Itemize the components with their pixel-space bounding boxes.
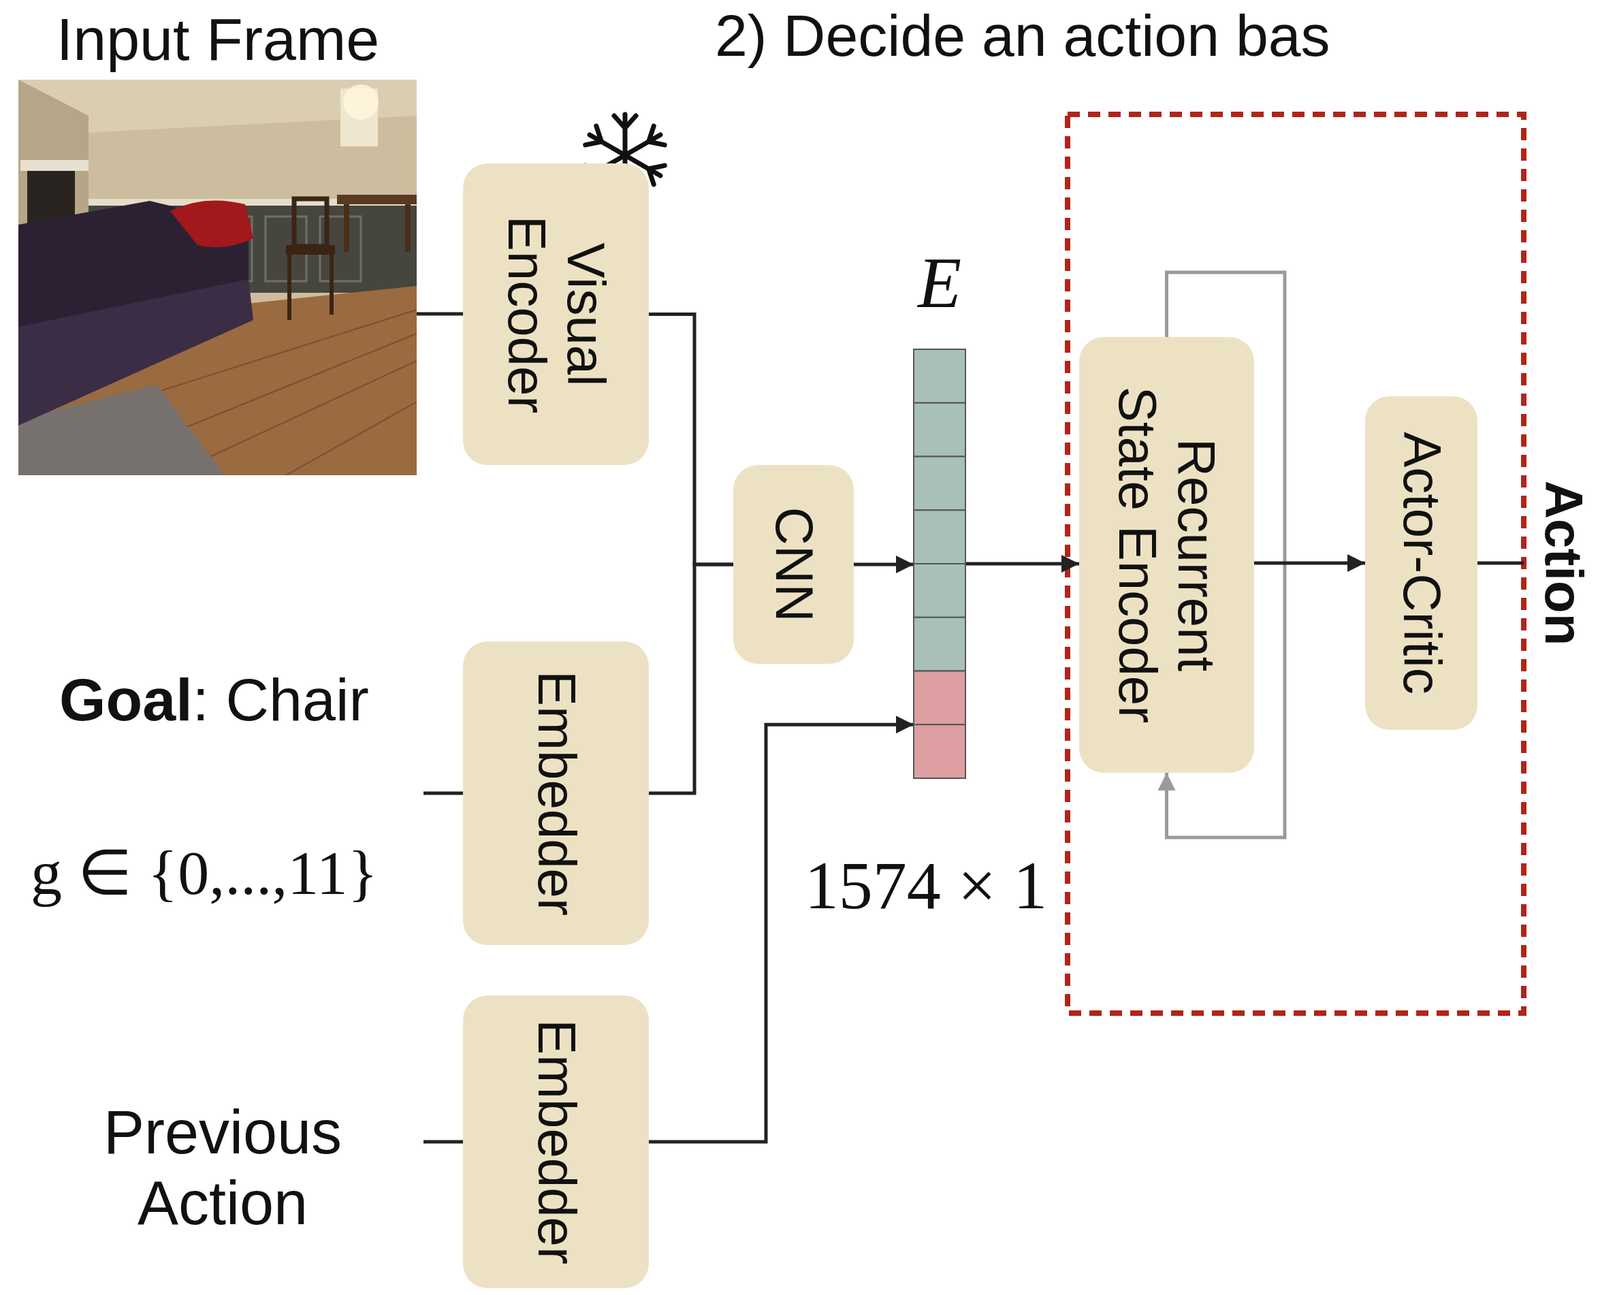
input-name: Previous Action xyxy=(66,1097,380,1239)
feature-vector: E xyxy=(913,349,966,779)
photo-mantel xyxy=(20,160,89,171)
photo-chair-seat xyxy=(285,245,335,255)
cnn-box: CNN xyxy=(733,465,854,664)
vector-cell xyxy=(913,671,966,726)
box-label: Actor-Critic xyxy=(1391,431,1451,695)
input-wire xyxy=(423,791,463,796)
goal-value: : Chair xyxy=(192,665,370,734)
goal-range: g ∈ {0,...,11} xyxy=(30,837,378,910)
photo-chair-leg xyxy=(329,254,334,315)
vector-cell xyxy=(913,563,966,618)
connector xyxy=(648,724,914,1142)
vector-cells xyxy=(913,349,966,779)
encoder-box: Visual Encoder xyxy=(462,163,649,466)
photo-chair-leg xyxy=(287,254,292,320)
photo-table-leg xyxy=(343,204,350,252)
dimension: 1574 × 1 xyxy=(804,846,1048,925)
vector-symbol: E xyxy=(917,247,962,319)
vector-cell xyxy=(913,724,966,779)
connector xyxy=(853,563,914,567)
input-wire xyxy=(416,312,463,316)
embedder-box: Embedder xyxy=(462,641,649,946)
actor-critic-box: Actor-Critic xyxy=(1365,396,1478,730)
embedder-box: Embedder xyxy=(462,995,649,1289)
vector-cell xyxy=(913,617,966,672)
photo-sofa-seat xyxy=(18,279,254,426)
step-heading: 2) Decide an action bas xyxy=(714,2,1331,70)
image-title: Input Frame xyxy=(56,4,380,74)
box-label: CNN xyxy=(763,507,824,623)
connector xyxy=(1254,561,1366,566)
connector xyxy=(648,314,734,566)
box-label: Visual Encoder xyxy=(496,202,616,427)
input-wire xyxy=(423,1140,463,1144)
photo-table xyxy=(337,194,417,205)
policy-region-dashed xyxy=(1067,114,1524,1014)
box-label: Recurrent State Encoder xyxy=(1107,381,1227,729)
output-name: Action xyxy=(1532,480,1594,647)
photo-lamp xyxy=(343,84,379,120)
photo-table-leg xyxy=(405,204,411,252)
vector-cell xyxy=(913,456,966,511)
box-label: Embedder xyxy=(526,1019,586,1265)
photo-wall xyxy=(18,79,417,476)
room-photo xyxy=(18,79,417,476)
vector-cell xyxy=(913,509,966,564)
vector-cell xyxy=(913,403,966,457)
vector-cell xyxy=(913,349,966,404)
output-wire xyxy=(1477,561,1524,566)
connector xyxy=(965,562,1080,566)
recurrent-box: Recurrent State Encoder xyxy=(1079,337,1255,773)
connector xyxy=(648,564,734,794)
box-label: Embedder xyxy=(526,670,586,916)
goal-key: Goal xyxy=(59,665,193,734)
photo-chair-back xyxy=(294,198,327,247)
photo-blanket xyxy=(170,200,254,248)
photo-floorboard xyxy=(285,401,417,476)
